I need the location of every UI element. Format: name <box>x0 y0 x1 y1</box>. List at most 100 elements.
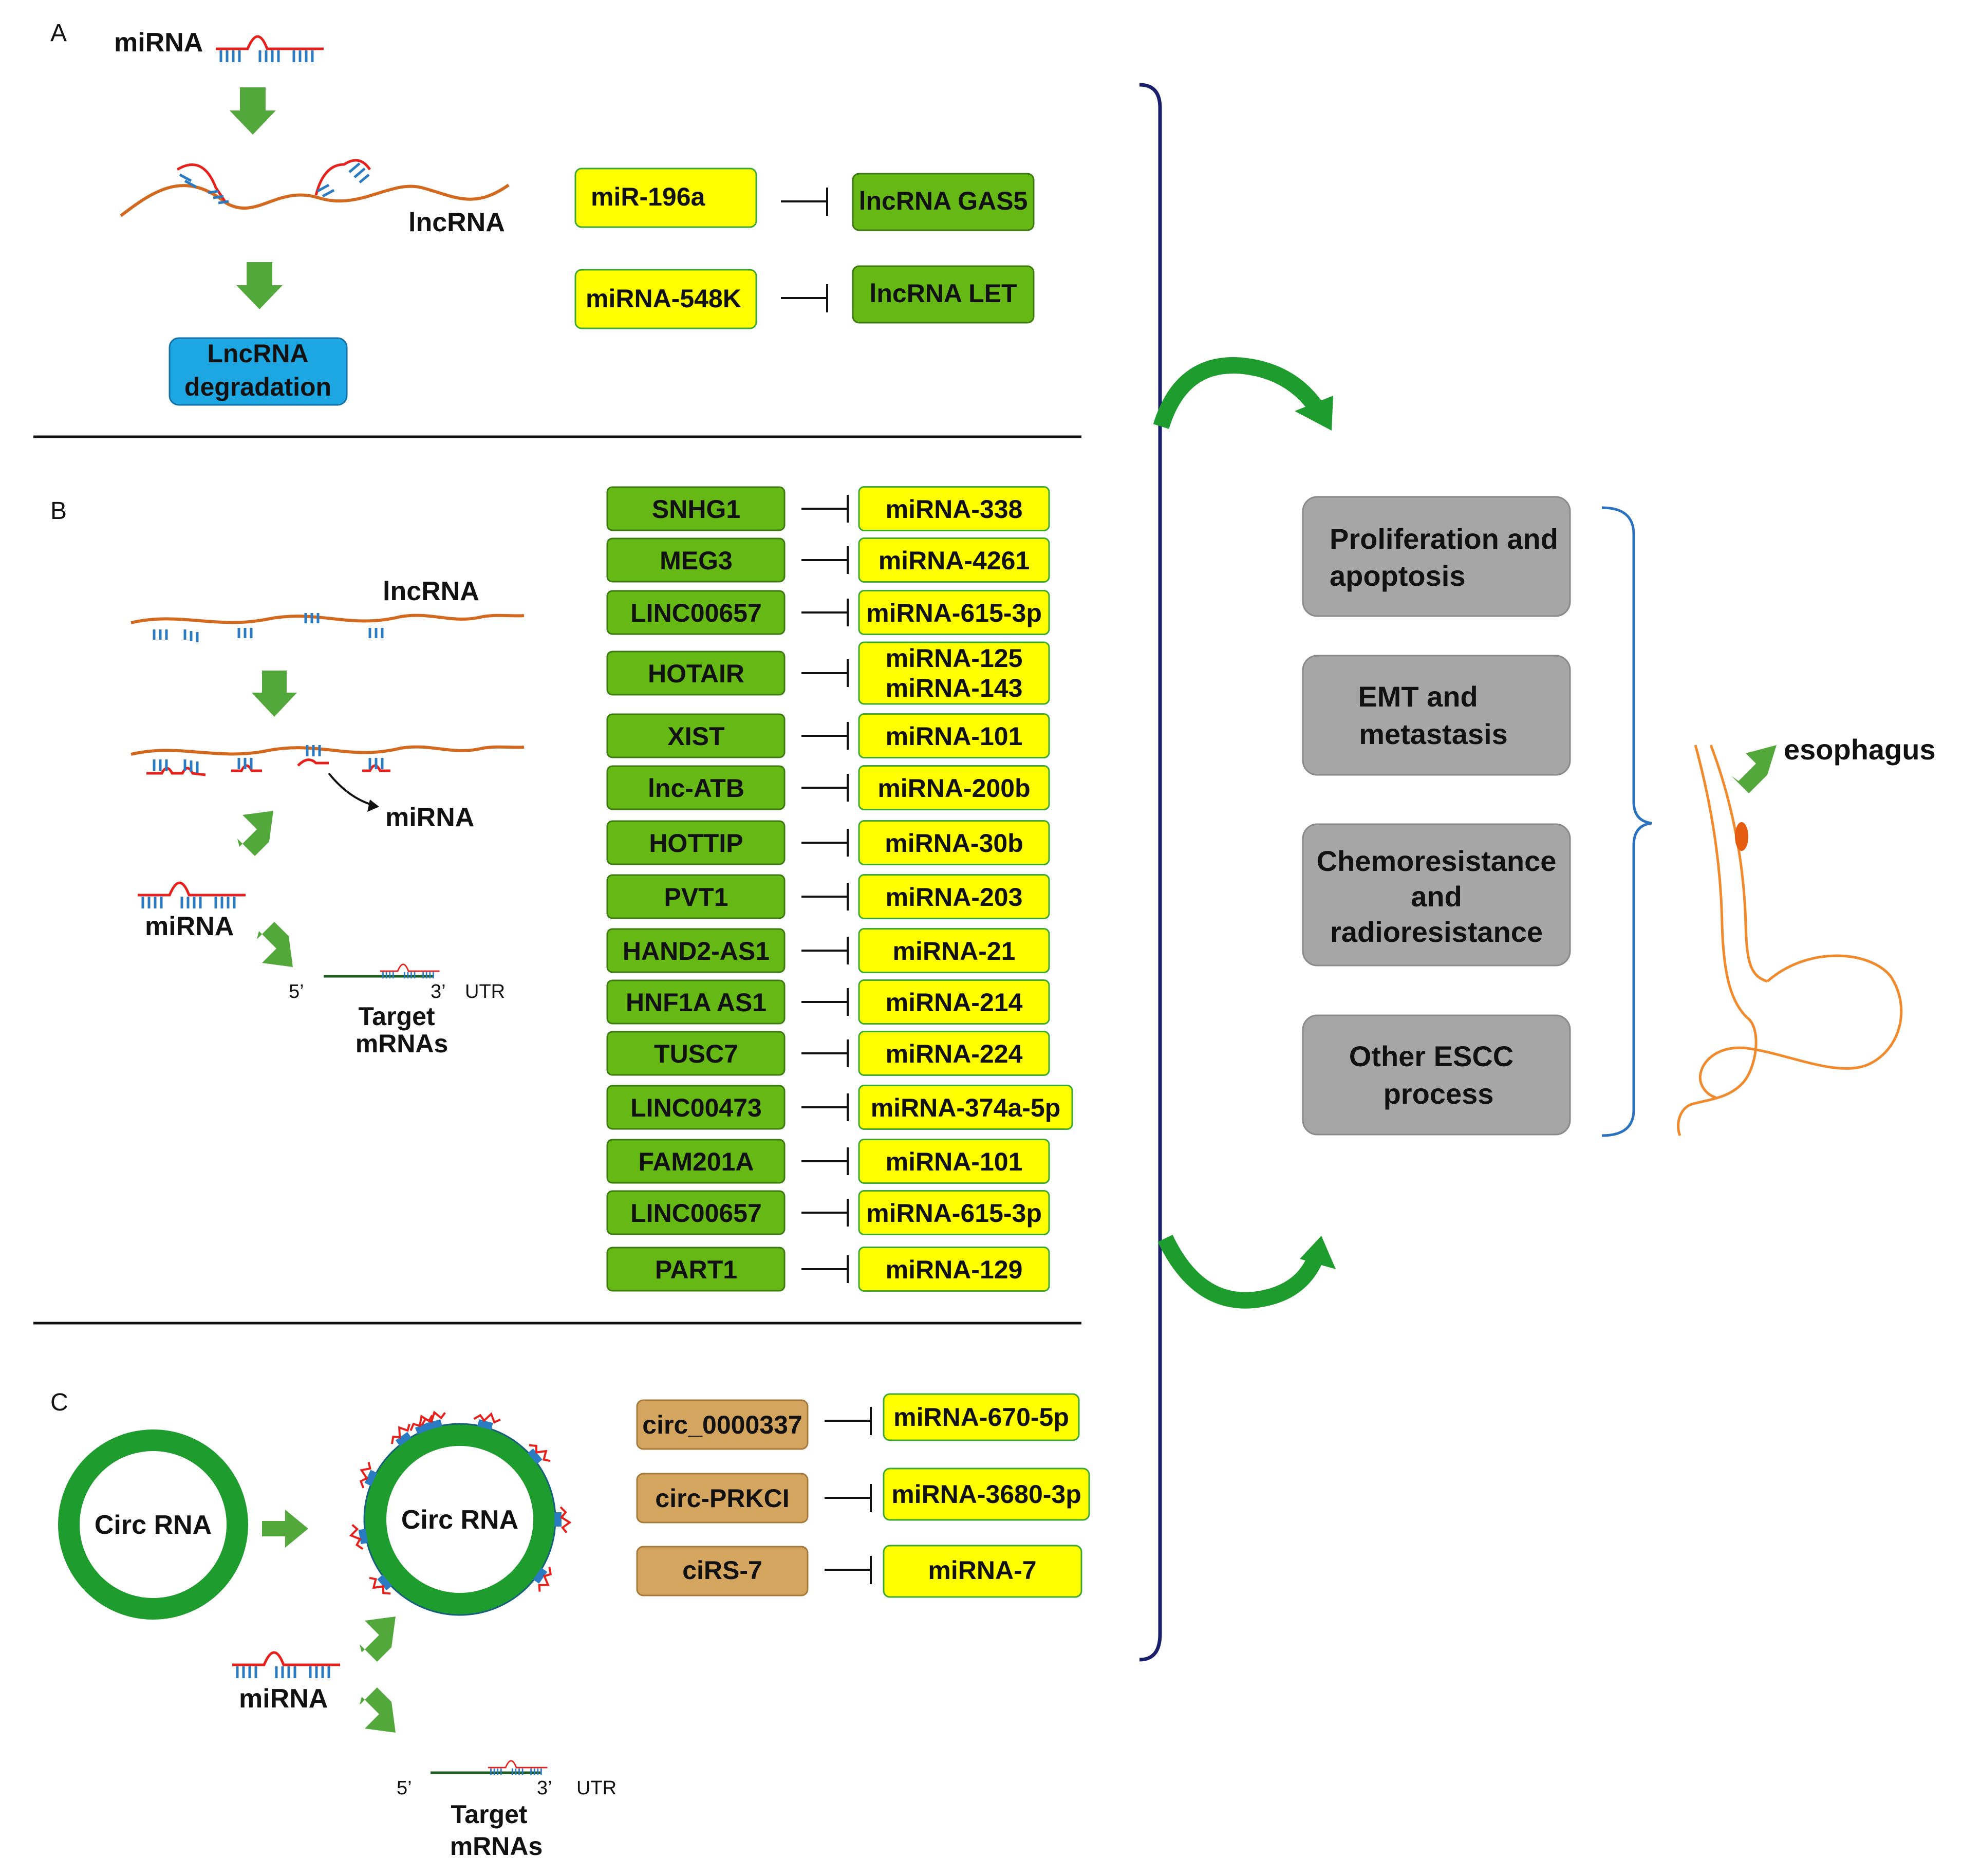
mirna-strand-icon <box>138 883 246 908</box>
mirna-box-label: miRNA-21 <box>893 937 1016 965</box>
tumor-spot-icon <box>1735 822 1748 851</box>
down-arrow-icon <box>252 671 297 717</box>
mirna-box-label: miRNA-30b <box>885 829 1023 858</box>
circ-rna-ring-icon <box>58 1429 248 1620</box>
down-right-arrow-icon <box>257 922 293 967</box>
process-label-line: Proliferation and <box>1330 523 1558 555</box>
lncrna-box-label: lnc-ATB <box>648 774 744 803</box>
mirna-box <box>858 979 1050 1025</box>
panel-a-lncrna-label: lncRNA <box>408 208 505 237</box>
panel-c-pair: circ-PRKCI miRNA-3680-3p <box>636 1468 1090 1524</box>
mirna-box <box>858 1031 1050 1076</box>
bound-mirna-site-icon <box>369 1574 393 1595</box>
lncrna-box <box>606 590 786 635</box>
lncrna-box <box>852 265 1035 324</box>
mirna-box <box>858 1190 1050 1235</box>
panel-b-pair: LINC00473 miRNA-374a-5p <box>606 1085 1073 1130</box>
release-arrowhead-icon <box>367 800 379 812</box>
process-label-line: EMT and <box>1358 680 1478 713</box>
bound-mirna-sites <box>349 1410 572 1595</box>
panel-b-lncrna-label: lncRNA <box>383 577 479 606</box>
mirna-box <box>858 713 1050 758</box>
lncrna-box <box>852 173 1035 231</box>
mirna-box <box>883 1393 1080 1441</box>
mirna-box <box>858 590 1050 635</box>
lncrna-box <box>606 874 786 919</box>
lncrna-box <box>606 486 786 531</box>
lncrna-strand-icon <box>120 183 510 217</box>
process-box-other: Other ESCC process <box>1302 1014 1571 1136</box>
process-label-line: apoptosis <box>1330 560 1465 592</box>
panel-c-pair: circ_0000337 miRNA-670-5p <box>636 1393 1080 1450</box>
circrna-box <box>636 1399 809 1450</box>
circ-rna-bound-ring-icon <box>365 1424 555 1614</box>
mirna-box-label: miRNA-3680-3p <box>891 1480 1081 1509</box>
bound-mirna-icon <box>176 163 229 205</box>
lncrna-box-label: lncRNA LET <box>869 279 1017 308</box>
target-label-line2: mRNAs <box>450 1832 543 1861</box>
panel-c-mirna-label: miRNA <box>239 1684 328 1714</box>
bound-mirna-site-icon <box>359 1462 378 1489</box>
lncrna-box <box>606 928 786 973</box>
mirna-box <box>858 820 1050 865</box>
mirna-box-label: miR-196a <box>591 182 706 211</box>
lncrna-box-label: lncRNA GAS5 <box>859 187 1028 215</box>
lncrna-box-label: MEG3 <box>660 546 733 575</box>
lncrna-box <box>606 765 786 810</box>
mirna-box-label: miRNA-203 <box>886 883 1023 912</box>
lncrna-box <box>606 979 786 1025</box>
lncrna-box <box>606 1031 786 1076</box>
circrna-box-label: ciRS-7 <box>682 1556 762 1585</box>
mirna-box-label: miRNA-615-3p <box>866 1199 1042 1228</box>
down-arrow-icon <box>230 87 276 135</box>
curly-brace <box>1601 506 1652 1137</box>
lncrna-strand-icon <box>130 745 525 756</box>
target-label-line2: mRNAs <box>356 1029 449 1058</box>
process-label-line: Chemoresistance <box>1317 845 1557 877</box>
up-right-arrow-icon <box>237 811 273 856</box>
mirna-box-label: miRNA-338 <box>886 495 1023 524</box>
mirna-box <box>858 874 1050 919</box>
lncrna-box-label: LINC00657 <box>630 599 762 627</box>
process-box-chemoresistance: Chemoresistance and radioresistance <box>1302 823 1571 967</box>
curved-arrow-top-head <box>1295 396 1333 431</box>
five-prime-label: 5’ <box>397 1777 412 1799</box>
lncrna-box-label: HOTTIP <box>649 829 743 858</box>
bound-mirna-site-icon <box>527 1444 551 1464</box>
up-right-arrow-icon <box>360 1617 396 1662</box>
five-prime-label: 5’ <box>289 981 304 1002</box>
bound-mirna-site-icon <box>554 1506 572 1534</box>
mirna-box-label: miRNA-214 <box>886 988 1023 1017</box>
released-mirna-label: miRNA <box>385 803 474 832</box>
target-label-line1: Target <box>451 1800 527 1829</box>
mirna-box-label: miRNA-374a-5p <box>871 1093 1061 1122</box>
bound-mirna-site-icon <box>533 1567 552 1592</box>
curved-arrow-top-icon <box>1153 357 1322 429</box>
panel-a-letter: A <box>50 20 67 47</box>
circrna-box <box>636 1546 809 1596</box>
process-label-line: and <box>1411 880 1462 913</box>
panel-c-letter: C <box>50 1389 68 1416</box>
mirna-box <box>858 765 1050 810</box>
lncrna-box <box>606 1190 786 1235</box>
mirna-box-label: miRNA-129 <box>886 1255 1023 1284</box>
panel-b-pair: MEG3 miRNA-4261 <box>606 537 1050 583</box>
bound-mirna-icon <box>314 159 371 198</box>
lncrna-box-label: FAM201A <box>638 1147 754 1176</box>
mirna-box-label: miRNA-4261 <box>879 546 1030 575</box>
lncrna-box-label: LINC00473 <box>630 1093 762 1122</box>
lncrna-box-label: PVT1 <box>664 883 728 912</box>
panel-b-letter: B <box>50 497 67 525</box>
release-arrow-icon <box>328 772 376 807</box>
lncrna-strand-icon <box>130 614 525 624</box>
mirna-box-label: miRNA-224 <box>886 1039 1023 1068</box>
mirna-box-label: miRNA-143 <box>886 674 1023 702</box>
